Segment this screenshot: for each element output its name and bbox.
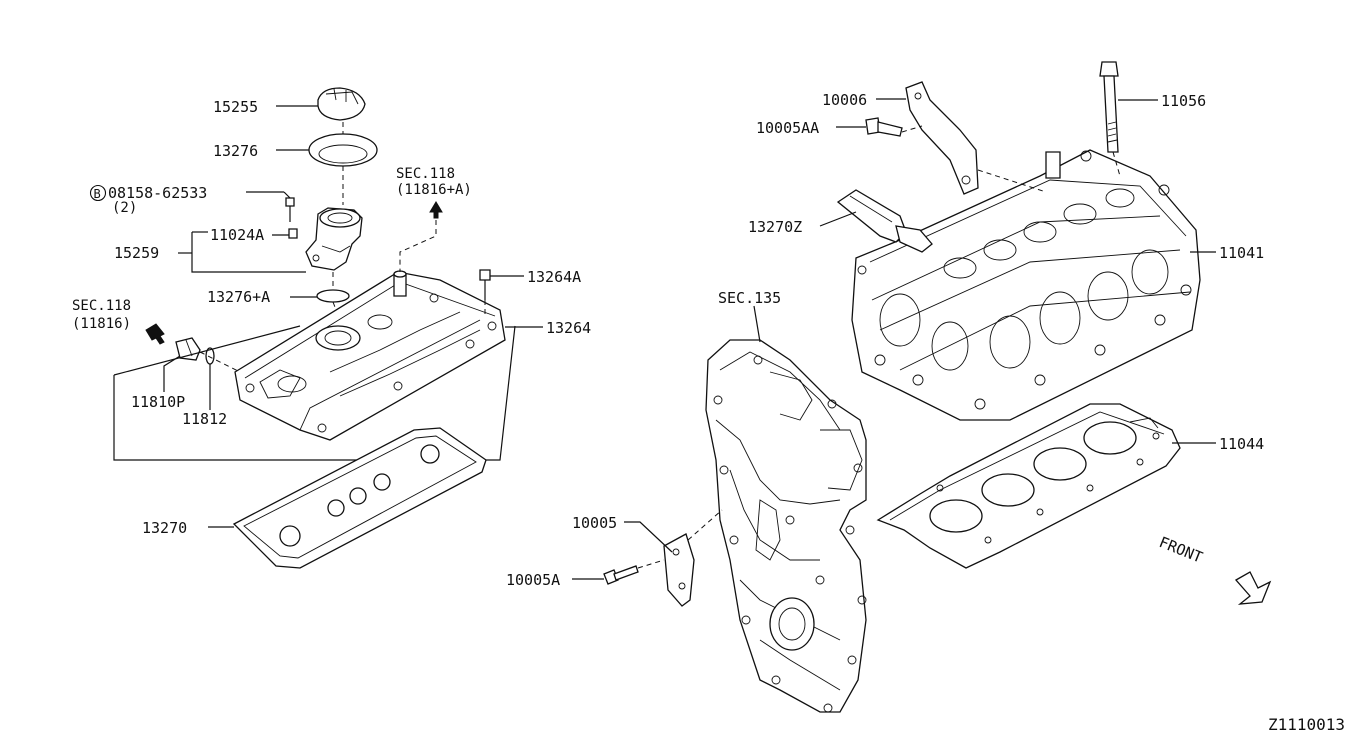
head-gasket-11044	[876, 403, 1181, 569]
label-11044: 11044	[1219, 435, 1264, 453]
label-11812: 11812	[182, 410, 227, 428]
label-11056: 11056	[1161, 92, 1206, 110]
front-arrow-icon	[1234, 571, 1272, 605]
label-sec118b: SEC.118	[72, 298, 131, 314]
b-mark: B	[94, 187, 101, 201]
label-15259: 15259	[114, 244, 159, 262]
label-11810P: 11810P	[131, 393, 185, 411]
label-front: FRONT	[1157, 533, 1206, 567]
label-13270Z: 13270Z	[748, 218, 802, 236]
bolt-10005A	[603, 565, 639, 585]
bolt-10005AA	[865, 117, 903, 137]
label-13264A: 13264A	[527, 268, 581, 286]
label-sec135: SEC.135	[718, 289, 781, 307]
label-10005A: 10005A	[506, 571, 560, 589]
leader-lines	[163, 98, 1216, 580]
label-15255: 15255	[213, 98, 258, 116]
label-10006: 10006	[822, 91, 867, 109]
label-08158-62533: 08158-62533	[108, 184, 207, 202]
label-10005: 10005	[572, 514, 617, 532]
filler-neck-15259	[305, 207, 363, 271]
label-11041: 11041	[1219, 244, 1264, 262]
diagram-id: Z1110013	[1268, 715, 1345, 734]
filler-seal-13276	[308, 133, 378, 167]
label-13270: 13270	[142, 519, 187, 537]
label-11024A: 11024A	[210, 226, 264, 244]
bolt-08158-62533	[285, 197, 295, 222]
label-sec118a: SEC.118	[396, 166, 455, 182]
rocker-gasket-13270	[232, 427, 487, 569]
strainer-13270Z	[836, 189, 933, 253]
label-sec118a-sub: (11816+A)	[396, 182, 472, 198]
b-circle-icon: B	[89, 184, 107, 202]
bracket-10005	[663, 533, 695, 607]
head-bolt-11056	[1099, 61, 1119, 153]
sec118a-arrow-icon	[429, 201, 443, 219]
cylinder-head-11041	[851, 149, 1201, 421]
label-13276A: 13276+A	[207, 288, 270, 306]
rocker-cover-13264	[234, 270, 506, 441]
label-13264: 13264	[546, 319, 591, 337]
oil-filler-cap-15255	[317, 87, 366, 121]
o-ring-13276A	[316, 289, 350, 303]
bolt-11024A	[288, 228, 298, 239]
sec118b-arrow-icon	[145, 323, 165, 345]
label-08158-qty: (2)	[112, 200, 137, 216]
label-13276: 13276	[213, 142, 258, 160]
lift-bracket-10006	[905, 81, 979, 195]
label-10005AA: 10005AA	[756, 119, 819, 137]
label-sec118b-sub: (11816)	[72, 316, 131, 332]
bolt-13264A	[479, 269, 491, 300]
timing-cover-sec135	[705, 339, 867, 713]
